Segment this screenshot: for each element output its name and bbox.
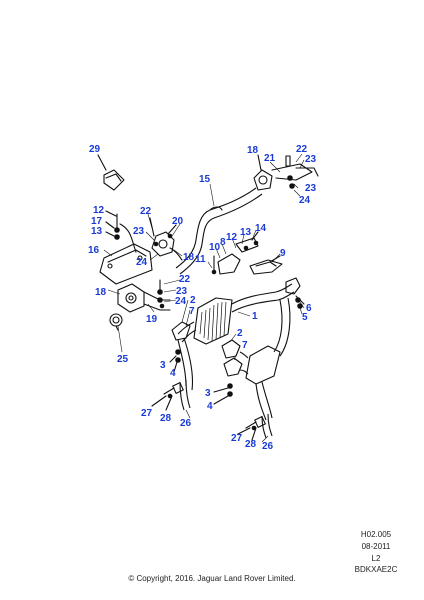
callout-7: 7 bbox=[242, 340, 248, 351]
callout-24: 24 bbox=[175, 296, 187, 307]
part-fasteners-3-4-lower bbox=[213, 383, 233, 405]
callout-2: 2 bbox=[190, 295, 196, 306]
level-code: L2 bbox=[371, 554, 381, 563]
callout-23: 23 bbox=[305, 154, 317, 165]
callout-labels: 29 18 22 21 23 23 24 15 12 17 13 22 20 2… bbox=[88, 144, 317, 452]
part-sensor-lower bbox=[237, 413, 273, 441]
callout-4: 4 bbox=[170, 368, 176, 379]
callout-18: 18 bbox=[183, 252, 195, 263]
part-fasteners-left bbox=[105, 210, 137, 253]
part-bracket-center bbox=[211, 231, 259, 275]
callout-13: 13 bbox=[240, 227, 252, 238]
callout-2: 2 bbox=[237, 328, 243, 339]
callout-18: 18 bbox=[95, 287, 107, 298]
callout-17: 17 bbox=[91, 216, 103, 227]
part-rear-mount-top bbox=[253, 154, 319, 191]
callout-19: 19 bbox=[146, 314, 158, 325]
callout-7: 7 bbox=[189, 306, 195, 317]
callout-24: 24 bbox=[136, 257, 148, 268]
callout-12: 12 bbox=[226, 232, 238, 243]
callout-23: 23 bbox=[305, 183, 317, 194]
callout-21: 21 bbox=[264, 153, 276, 164]
callout-8: 8 bbox=[220, 237, 226, 248]
part-1-front-pipe-catalyst bbox=[171, 277, 301, 391]
part-29-hanger bbox=[97, 154, 125, 191]
part-9-heat-shield bbox=[249, 255, 283, 275]
part-center-hanger bbox=[149, 217, 183, 261]
leader-lines bbox=[103, 153, 305, 443]
callout-25: 25 bbox=[117, 354, 129, 365]
callout-14: 14 bbox=[255, 223, 267, 234]
part-left-rear-assembly bbox=[109, 283, 171, 331]
callout-6: 6 bbox=[306, 303, 312, 314]
callout-22: 22 bbox=[179, 274, 191, 285]
callout-15: 15 bbox=[199, 174, 211, 185]
diagram-linework bbox=[97, 153, 319, 443]
callout-23: 23 bbox=[133, 226, 145, 237]
copyright-notice: © Copyright, 2016. Jaguar Land Rover Lim… bbox=[128, 574, 296, 583]
callout-1: 1 bbox=[252, 311, 258, 322]
callout-28: 28 bbox=[160, 413, 172, 424]
callout-4: 4 bbox=[207, 401, 213, 412]
callout-27: 27 bbox=[141, 408, 153, 419]
callout-24: 24 bbox=[299, 195, 311, 206]
callout-22: 22 bbox=[140, 206, 152, 217]
part-fasteners-3-4-upper bbox=[169, 349, 181, 373]
illustration-code: BDKXAE2C bbox=[354, 565, 398, 574]
callout-28: 28 bbox=[245, 439, 257, 450]
reference-code: H02.005 bbox=[360, 530, 392, 539]
callout-22: 22 bbox=[296, 144, 308, 155]
callout-23: 23 bbox=[176, 286, 188, 297]
callout-10: 10 bbox=[209, 242, 221, 253]
revision-date: 08-2011 bbox=[361, 542, 391, 551]
callout-26: 26 bbox=[262, 441, 274, 452]
part-sensor-upper bbox=[151, 379, 191, 411]
callout-18: 18 bbox=[247, 145, 259, 156]
callout-9: 9 bbox=[280, 248, 286, 259]
part-15-intermediate-pipe bbox=[175, 187, 263, 275]
callout-12: 12 bbox=[93, 205, 105, 216]
callout-3: 3 bbox=[205, 388, 211, 399]
callout-5: 5 bbox=[302, 312, 308, 323]
callout-11: 11 bbox=[195, 254, 206, 265]
callout-20: 20 bbox=[172, 216, 184, 227]
callout-26: 26 bbox=[180, 418, 192, 429]
callout-13: 13 bbox=[91, 226, 103, 237]
part-fasteners-right bbox=[157, 279, 165, 309]
part-second-catalyst bbox=[221, 339, 281, 421]
callout-16: 16 bbox=[88, 245, 100, 256]
callout-29: 29 bbox=[89, 144, 101, 155]
callout-27: 27 bbox=[231, 433, 243, 444]
callout-3: 3 bbox=[160, 360, 166, 371]
